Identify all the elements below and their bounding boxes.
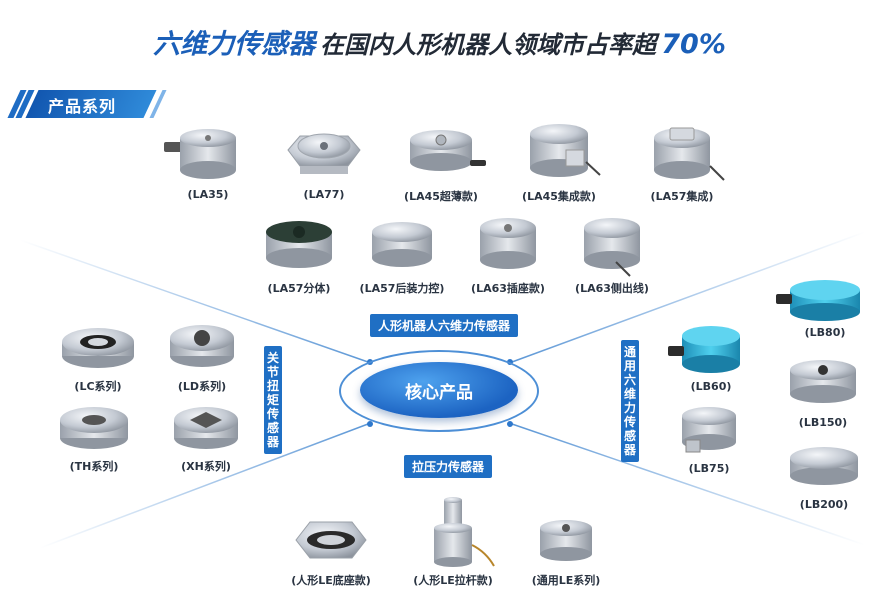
category-general-six-axis: 通用六维力传感器: [621, 340, 639, 462]
label-lb60: (LB60): [690, 380, 732, 393]
label-lb200: (LB200): [799, 498, 849, 511]
page-title: 六维力传感器 在国内人形机器人领域市占率超 70%: [0, 22, 879, 61]
device-la57-split-image: [266, 221, 332, 268]
device-la45-integrated-image: [530, 124, 601, 177]
title-brand: 六维力传感器: [153, 29, 316, 60]
label-la35: (LA35): [187, 188, 229, 201]
device-le-general-image: [540, 520, 592, 561]
device-lb200-image: [790, 447, 858, 485]
label-lb75: (LB75): [688, 462, 730, 475]
label-le-base: (人形LE底座款): [291, 574, 371, 587]
category-joint-torque: 关节扭矩传感器: [264, 346, 282, 454]
label-le-rod: (人形LE拉杆款): [413, 574, 493, 587]
device-lb150-image: [790, 360, 856, 403]
device-la45-thin-image: [410, 130, 486, 171]
device-xh-image: [174, 407, 238, 449]
connector-line: [511, 231, 866, 363]
label-lb150: (LB150): [798, 416, 848, 429]
connector-line: [39, 423, 369, 549]
label-lb80: (LB80): [804, 326, 846, 339]
device-lb75-image: [682, 407, 736, 453]
device-la77-image: [287, 133, 361, 174]
device-lb80-image: [776, 280, 860, 321]
title-middle: 在国内人形机器人领域市占率超: [320, 31, 657, 59]
label-la57-integrated: (LA57集成): [650, 190, 714, 203]
connector-dot: [507, 421, 513, 427]
connector-dot: [367, 421, 373, 427]
label-xh-series: (XH系列): [181, 460, 231, 473]
device-th-image: [60, 407, 128, 449]
label-la57-post-force: (LA57后装力控): [359, 282, 445, 295]
series-tag-label: 产品系列: [48, 97, 117, 116]
label-la77: (LA77): [303, 188, 345, 201]
device-lc-image: [62, 328, 134, 368]
title-percent: 70%: [661, 29, 726, 60]
label-la63-side-cable: (LA63侧出线): [575, 282, 649, 295]
label-la45-integrated: (LA45集成款): [522, 190, 596, 203]
label-ld-series: (LD系列): [177, 380, 227, 393]
device-la57-post-image: [372, 222, 432, 267]
device-ld-image: [170, 325, 234, 367]
connector-line: [511, 423, 866, 546]
label-le-general: (通用LE系列): [531, 574, 601, 587]
category-humanoid-six-axis: 人形机器人六维力传感器: [370, 314, 519, 337]
device-la35-image: [164, 129, 236, 179]
category-tension-compression: 拉压力传感器: [404, 455, 493, 478]
core-product-ring: [339, 350, 539, 432]
core-product-badge: 核心产品: [360, 362, 518, 418]
label-lc-series: (LC系列): [74, 380, 122, 393]
device-lb60-image: [668, 326, 740, 373]
label-la63-socket: (LA63插座款): [471, 282, 545, 295]
label-th-series: (TH系列): [69, 460, 119, 473]
label-la57-split: (LA57分体): [267, 282, 331, 295]
label-la45-thin: (LA45超薄款): [404, 190, 478, 203]
device-la57-integrated-image: [654, 127, 725, 181]
device-la63-side-image: [584, 218, 640, 277]
device-le-base-image: [295, 521, 367, 559]
device-le-rod-image: [434, 497, 495, 567]
connector-line: [19, 239, 369, 363]
device-la63-socket-image: [480, 218, 536, 269]
